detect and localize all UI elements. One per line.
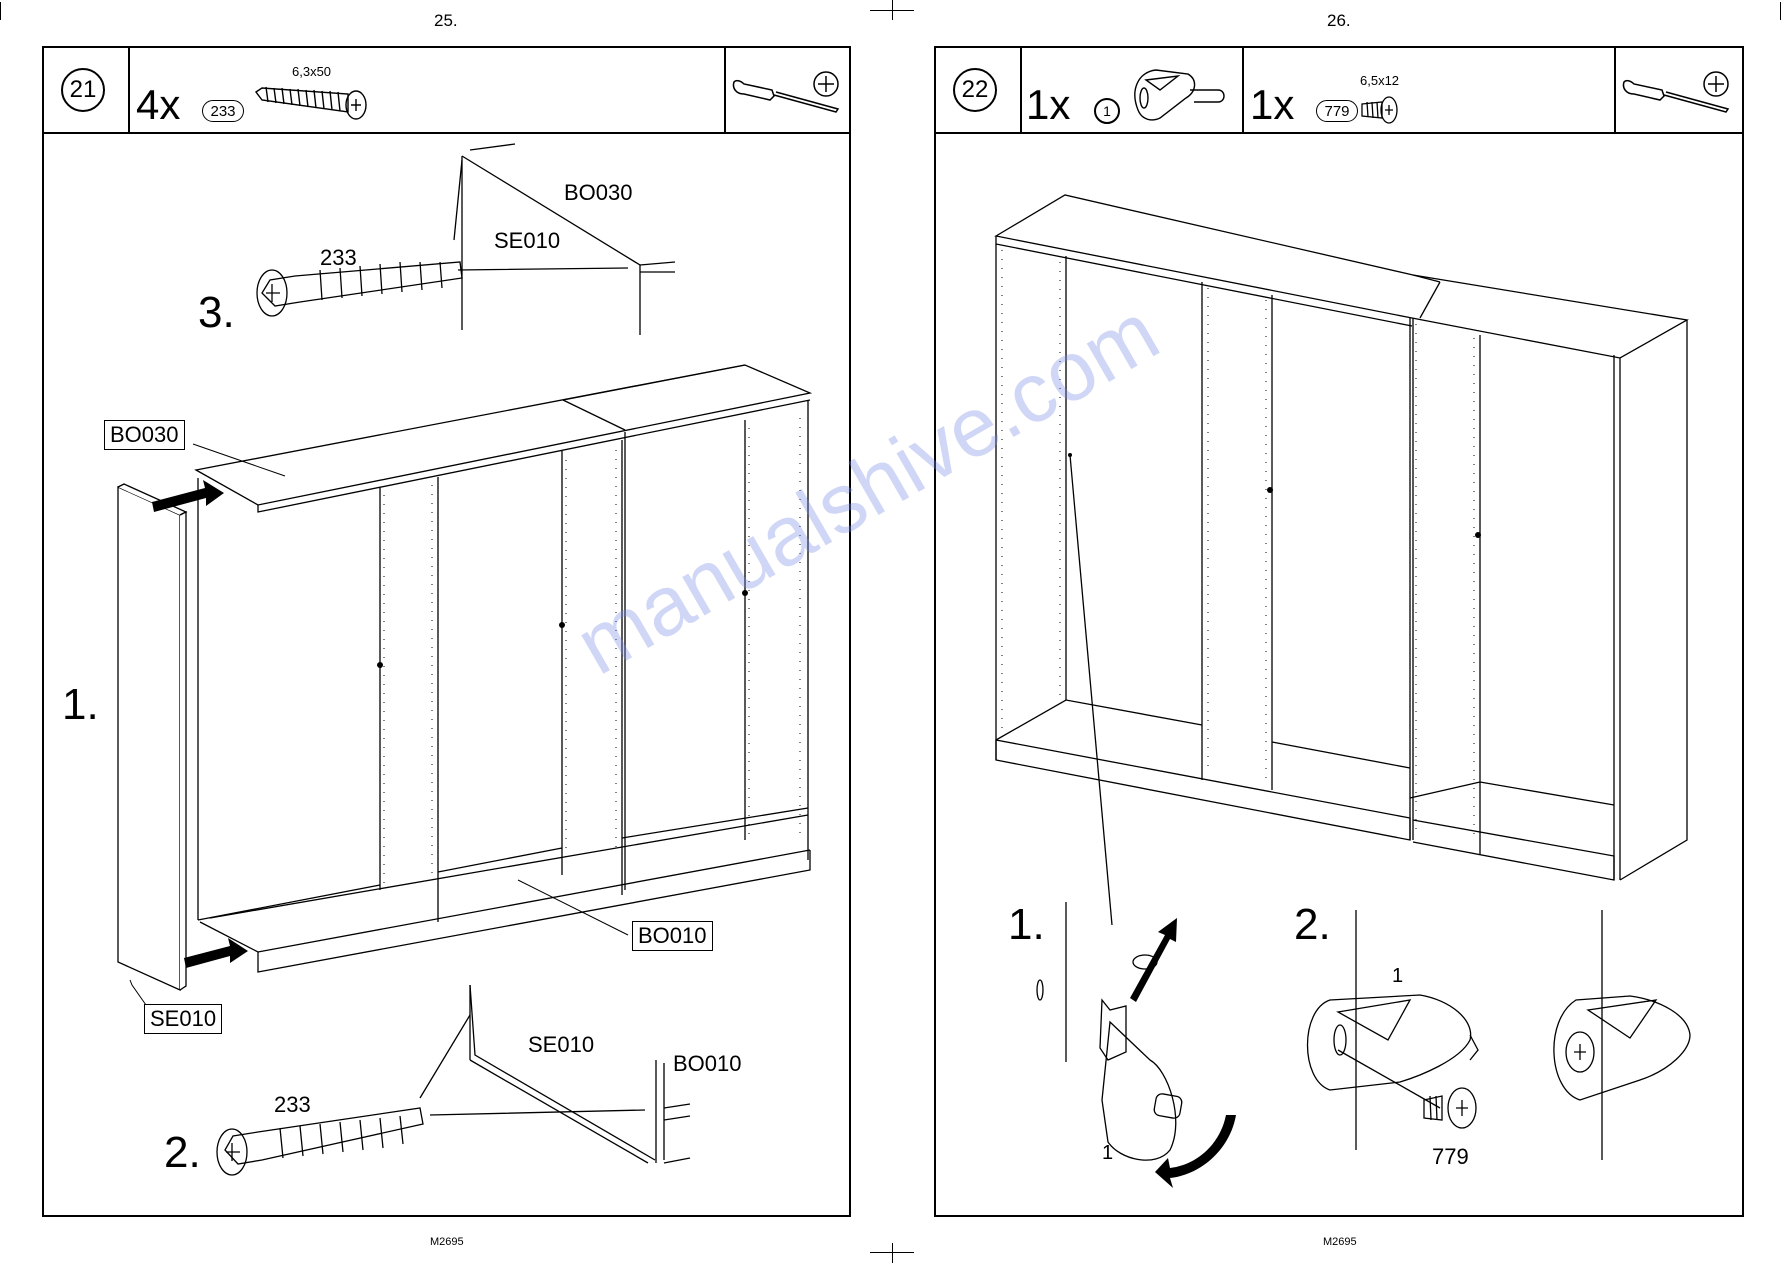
tool-cell: [1616, 48, 1742, 132]
step-number: 22: [953, 68, 997, 112]
step-header: 22 1x 1 1x 779 6,5x12: [936, 48, 1742, 134]
part-quantity: 4x: [136, 81, 181, 128]
parts-cell: 4x 233 6,3x50: [130, 48, 726, 132]
step-number-cell: 21: [44, 48, 130, 132]
page-footer: M2695: [1323, 1236, 1357, 1248]
screw-icon: [1361, 96, 1398, 124]
tool-cell: [726, 48, 849, 132]
label-bo010: BO010: [632, 921, 713, 951]
crop-mark: [0, 2, 1, 20]
label-bo010-detail: BO010: [673, 1051, 742, 1076]
page-number: 26.: [1327, 11, 1351, 30]
substep-1: 1.: [1008, 900, 1045, 949]
part-number: 233: [202, 100, 244, 122]
screwdriver-phillips-icon: [1622, 71, 1730, 113]
screwdriver-phillips-icon: [732, 71, 840, 113]
substep-2: 2.: [1294, 900, 1331, 949]
part-cell-1: 1x 1: [1022, 48, 1244, 132]
part-number: 779: [1316, 100, 1358, 122]
crop-mark: [892, 1243, 893, 1263]
part-quantity: 1x: [1250, 81, 1295, 128]
label-se010: SE010: [144, 1004, 223, 1034]
label-se010-detail: SE010: [494, 228, 561, 253]
label-screw-233: 233: [320, 245, 357, 270]
part-number: 1: [1094, 98, 1120, 124]
step-number: 21: [61, 68, 105, 112]
page-number: 25.: [434, 11, 458, 30]
part-cell-2: 1x 779 6,5x12: [1244, 48, 1616, 132]
substep-3: 3.: [198, 288, 235, 337]
label-part-1-detail: 1: [1392, 965, 1404, 987]
right-instruction-frame: 22 1x 1 1x 779 6,5x12: [934, 46, 1744, 1217]
part-size: 6,5x12: [1360, 73, 1400, 88]
label-part-1: 1: [1102, 1142, 1114, 1164]
label-bo030-detail: BO030: [564, 180, 633, 205]
crop-mark: [870, 10, 914, 11]
label-screw-233-2: 233: [274, 1092, 311, 1117]
label-screw-779: 779: [1432, 1144, 1469, 1169]
page-footer: M2695: [430, 1236, 464, 1248]
substep-1: 1.: [62, 680, 99, 729]
step-number-cell: 22: [936, 48, 1022, 132]
substep-2: 2.: [164, 1128, 201, 1177]
label-se010-detail-2: SE010: [528, 1032, 595, 1057]
label-bo030: BO030: [104, 420, 185, 450]
left-instruction-frame: 21 4x 233 6,3x50: [42, 46, 851, 1217]
step-header: 21 4x 233 6,3x50: [44, 48, 849, 134]
shelf-support-icon: [1134, 69, 1225, 121]
part-size: 6,3x50: [292, 64, 332, 79]
part-quantity: 1x: [1026, 81, 1071, 128]
crop-mark: [870, 1252, 914, 1253]
crop-mark: [1780, 2, 1781, 20]
screw-icon: [254, 86, 367, 120]
